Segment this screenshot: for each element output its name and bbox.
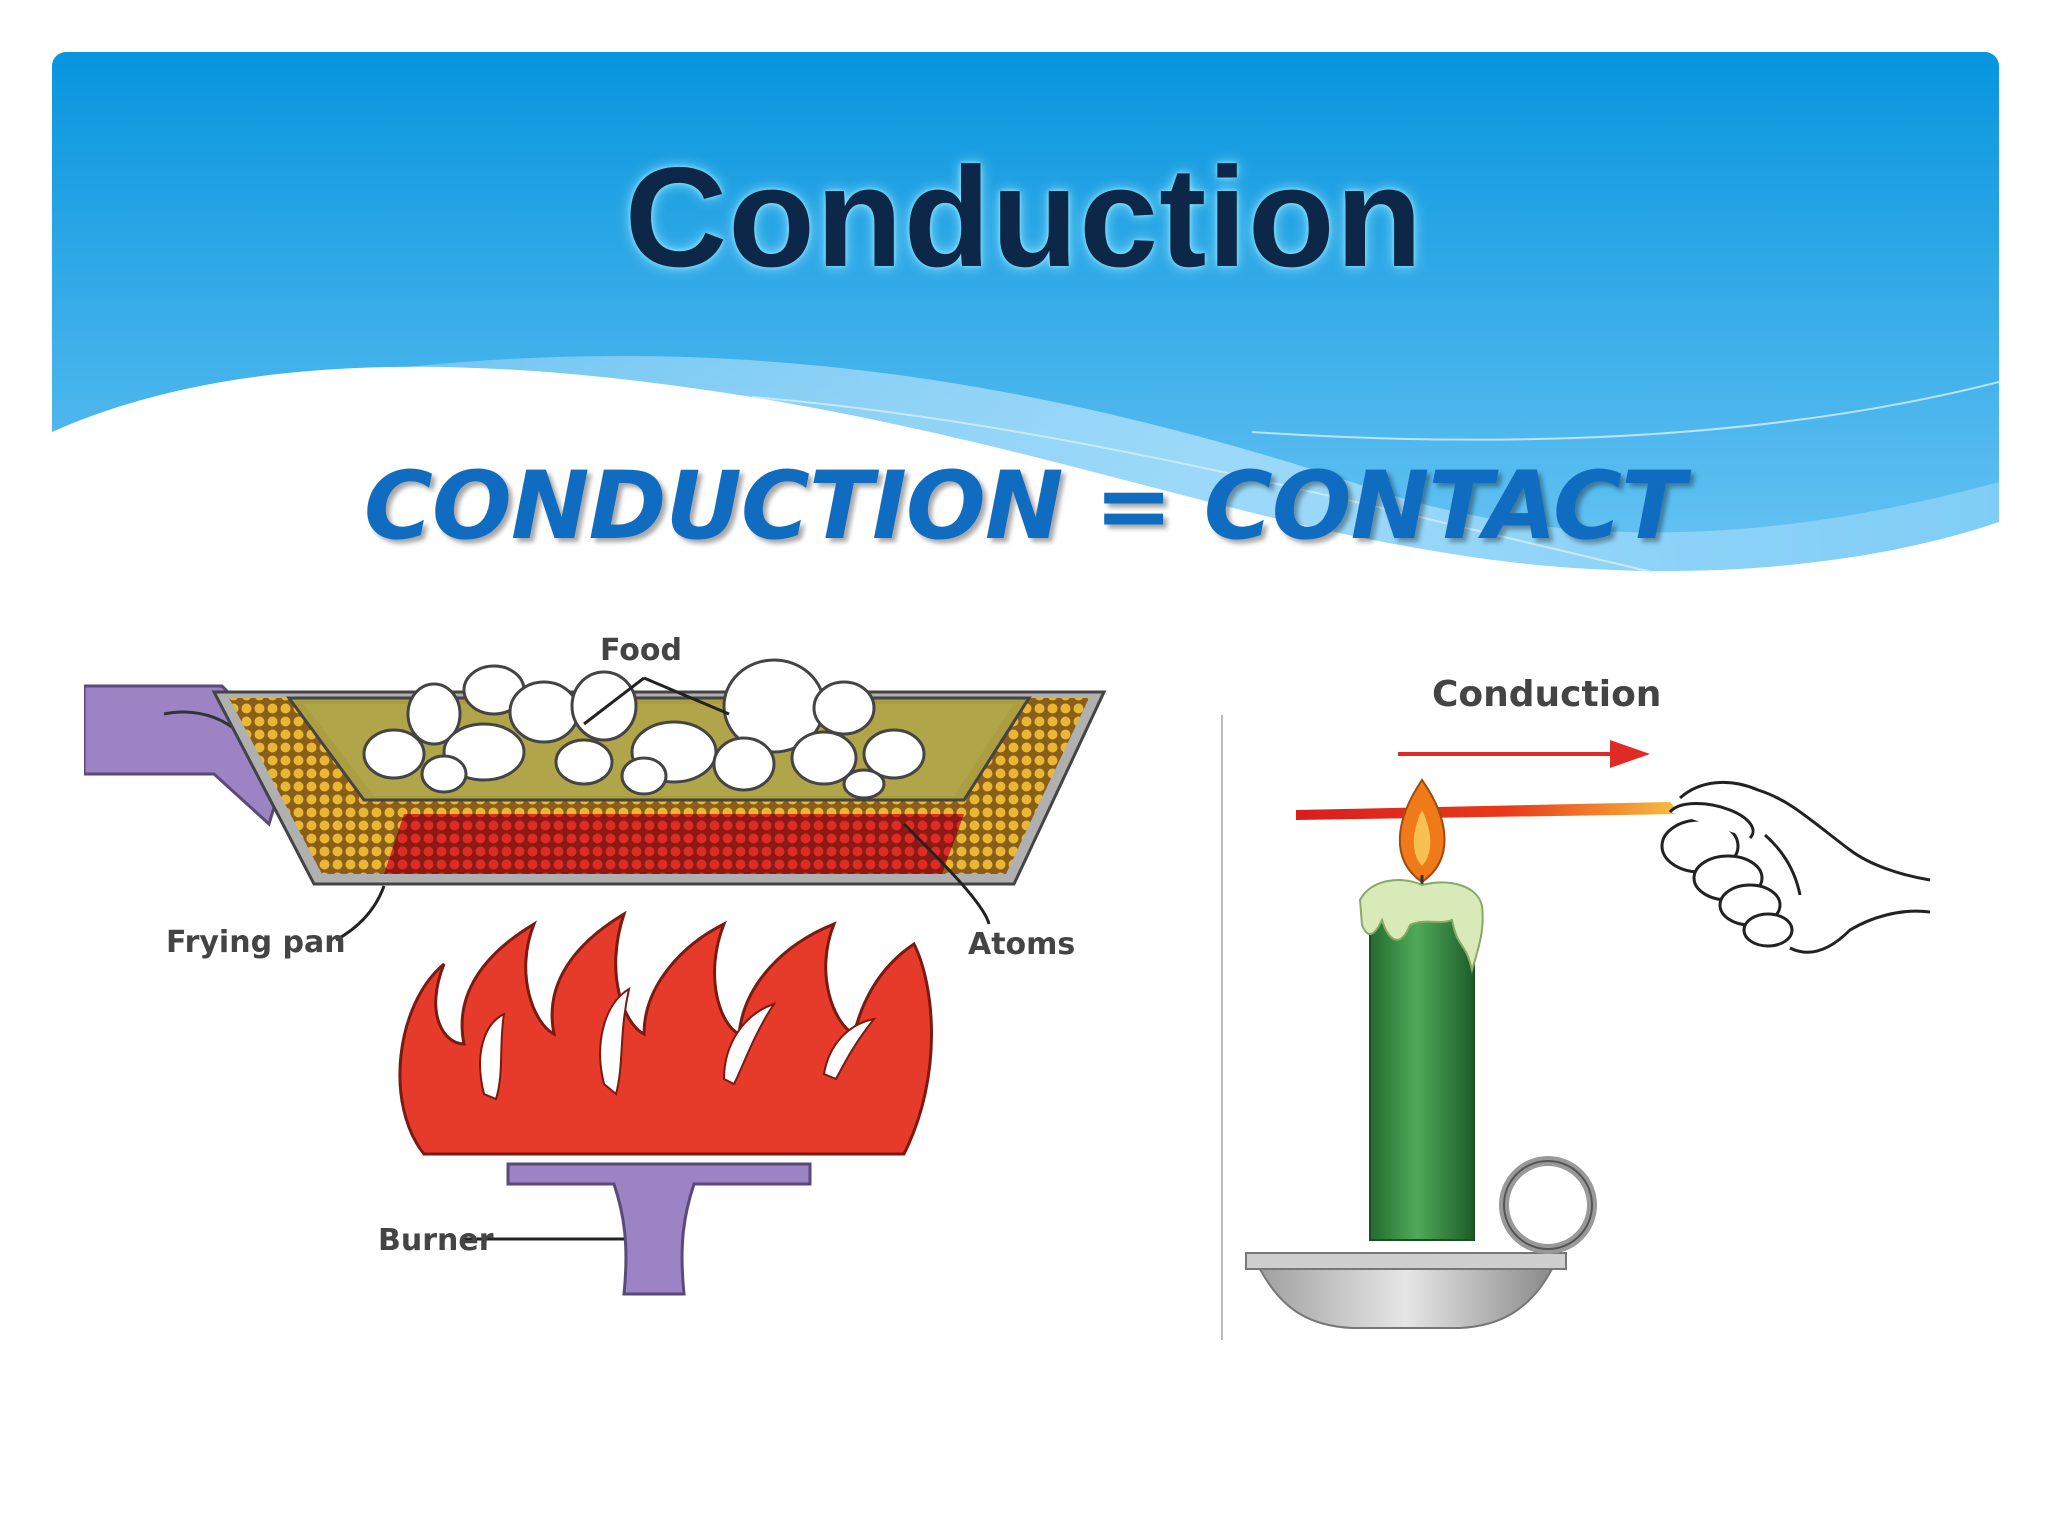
label-frying-pan: Frying pan: [166, 925, 346, 960]
candle-holder-dish: [1258, 1268, 1554, 1329]
food-pieces: [362, 658, 926, 800]
candle-rod-diagram: Conduction: [1210, 650, 1950, 1355]
metal-rod: [1296, 802, 1680, 820]
hand-drawing: [1660, 780, 1931, 954]
slide-subtitle: CONDUCTION = CONTACT: [363, 452, 1685, 561]
candle-holder-rim: [1245, 1252, 1567, 1270]
label-burner: Burner: [378, 1223, 494, 1258]
direction-arrow-head: [1610, 740, 1650, 768]
slide-title: Conduction: [624, 138, 1424, 297]
burner: [506, 1162, 812, 1296]
slide-header-band: [52, 52, 1999, 592]
header-wave-graphic: [52, 52, 1999, 592]
label-atoms: Atoms: [968, 927, 1075, 962]
melted-wax: [1358, 879, 1484, 974]
label-food: Food: [600, 633, 682, 668]
hot-atoms: [384, 814, 964, 874]
candle-body: [1369, 899, 1475, 1241]
label-conduction: Conduction: [1432, 674, 1661, 715]
frying-pan-diagram: Food Frying pan Atoms Burner: [82, 624, 1124, 1309]
